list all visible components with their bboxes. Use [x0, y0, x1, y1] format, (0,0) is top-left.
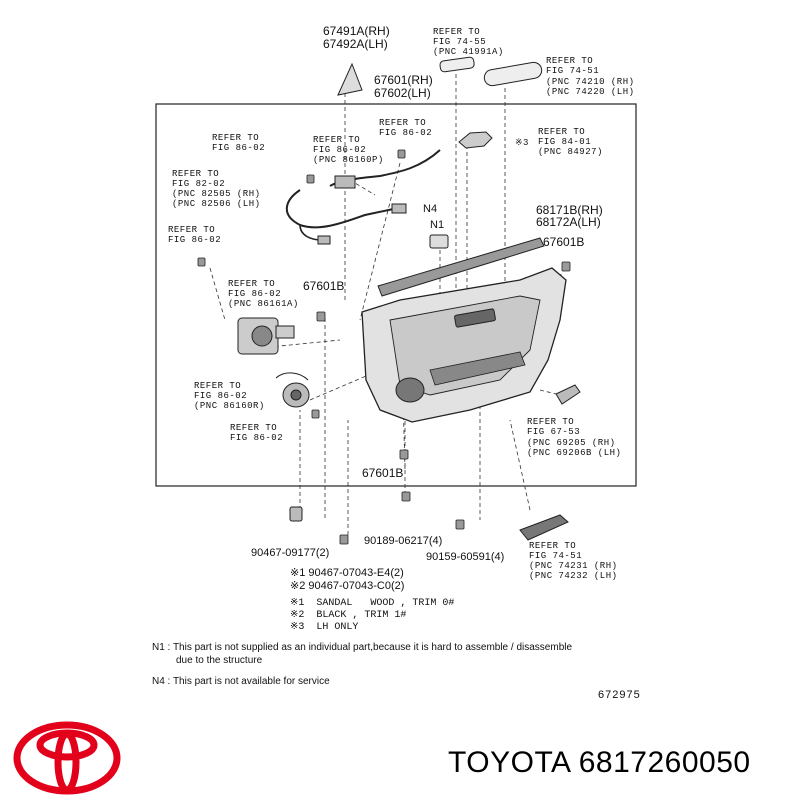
label-l4: FIG 74-55 — [433, 37, 486, 47]
switch-base-piece — [429, 234, 449, 249]
label-l32: FIG 86-02 — [168, 235, 221, 245]
legend-line-3: ※3 LH ONLY — [290, 622, 359, 633]
lock-assembly — [237, 317, 295, 355]
label-l35: FIG 86-02 — [228, 289, 281, 299]
armrest-recess — [429, 351, 526, 386]
label-l51: REFER TO — [529, 541, 576, 551]
label-l23: REFER TO — [172, 169, 219, 179]
label-l20: REFER TO — [538, 127, 585, 137]
label-l18: (PNC 86160P) — [313, 155, 384, 165]
label-l13: FIG 86-02 — [379, 128, 432, 138]
label-l16: REFER TO — [313, 135, 360, 145]
label-l54: (PNC 74232 (LH) — [529, 571, 618, 581]
label-l41: REFER TO — [230, 423, 277, 433]
label-l39: FIG 86-02 — [194, 391, 247, 401]
handle-cover-piece — [439, 56, 475, 73]
label-l37: 67601B — [303, 279, 344, 293]
label-l27: N4 — [423, 203, 437, 215]
connector-c — [317, 235, 331, 245]
label-l6: REFER TO — [546, 56, 593, 66]
toyota-logo-icon — [13, 721, 121, 795]
label-l7: FIG 74-51 — [546, 66, 599, 76]
lower-switch — [275, 372, 310, 408]
label-l15: FIG 86-02 — [212, 143, 265, 153]
screw-line-1: ※1 90467-07043-E4(2) — [290, 567, 404, 579]
brand-part-number: TOYOTA 6817260050 — [448, 746, 751, 779]
label-l1: 67491A(RH) — [323, 24, 390, 38]
connector-b — [391, 203, 407, 214]
window-switch-recess — [454, 308, 496, 328]
trim-strip — [377, 237, 545, 297]
label-l2: 67492A(LH) — [323, 37, 388, 51]
label-l25: (PNC 82505 (RH) — [172, 189, 261, 199]
label-l43: REFER TO — [527, 417, 574, 427]
label-l5: (PNC 41991A) — [433, 47, 504, 57]
label-l38: REFER TO — [194, 381, 241, 391]
label-l24: FIG 82-02 — [172, 179, 225, 189]
callout-labels: 67491A(RH) 67492A(LH) REFER TO FIG 74-55… — [168, 24, 635, 592]
label-l40: (PNC 86160R) — [194, 401, 265, 411]
label-l3: REFER TO — [433, 27, 480, 37]
label-l44: FIG 67-53 — [527, 427, 580, 437]
label-l17: FIG 86-02 — [313, 145, 366, 155]
corner-cover-piece — [337, 62, 363, 96]
label-l22: (PNC 84927) — [538, 147, 603, 157]
note-n1-line-2: due to the structure — [176, 655, 263, 666]
clip-fasteners — [197, 149, 571, 545]
label-l10: 67601(RH) — [374, 73, 433, 87]
label-l48: 90467-09177(2) — [251, 547, 329, 559]
label-l11: 67602(LH) — [374, 86, 431, 100]
label-l36: (PNC 86161A) — [228, 299, 299, 309]
window-switch-piece — [519, 514, 569, 541]
note-n1: N1 : This part is not supplied as an ind… — [152, 641, 652, 667]
label-l30: 68172A(LH) — [536, 215, 601, 229]
label-l52: FIG 74-51 — [529, 551, 582, 561]
figure-number: 672975 — [598, 689, 641, 701]
label-l42: FIG 86-02 — [230, 433, 283, 443]
label-l49: 90189-06217(4) — [364, 535, 442, 547]
courtesy-lamp-piece — [555, 384, 581, 405]
screw-line-2: ※2 90467-07043-C0(2) — [290, 580, 404, 592]
inside-handle-piece — [458, 131, 493, 149]
note-n1-line-1: N1 : This part is not supplied as an ind… — [152, 642, 573, 653]
label-l9: (PNC 74220 (LH) — [546, 87, 635, 97]
label-l28: N1 — [430, 219, 444, 231]
label-l50: 90159-60591(4) — [426, 551, 504, 563]
legend-line-1: ※1 SANDAL WOOD , TRIM 0# — [290, 598, 455, 609]
label-l45: (PNC 69205 (RH) — [527, 438, 616, 448]
label-l53: (PNC 74231 (RH) — [529, 561, 618, 571]
label-l31: REFER TO — [168, 225, 215, 235]
label-l34: REFER TO — [228, 279, 275, 289]
screw-piece — [289, 506, 303, 522]
wire-harness-2 — [285, 189, 399, 229]
label-l46: (PNC 69206B (LH) — [527, 448, 621, 458]
speaker-grille — [395, 377, 425, 403]
note-n4: N4 : This part is not available for serv… — [152, 676, 330, 687]
label-l29: 68171B(RH) — [536, 203, 603, 217]
label-l26: (PNC 82506 (LH) — [172, 199, 261, 209]
armrest-cover-piece — [483, 61, 543, 87]
label-l14: REFER TO — [212, 133, 259, 143]
connector-a — [334, 175, 356, 189]
legend-line-2: ※2 BLACK , TRIM 1# — [290, 610, 407, 621]
label-l12: REFER TO — [379, 118, 426, 128]
label-l8: (PNC 74210 (RH) — [546, 77, 635, 87]
label-l19: ※3 — [515, 138, 529, 148]
label-l21: FIG 84-01 — [538, 137, 591, 147]
label-l33: 67601B — [543, 235, 584, 249]
label-l47: 67601B — [362, 466, 403, 480]
assembly-frame — [155, 103, 637, 487]
